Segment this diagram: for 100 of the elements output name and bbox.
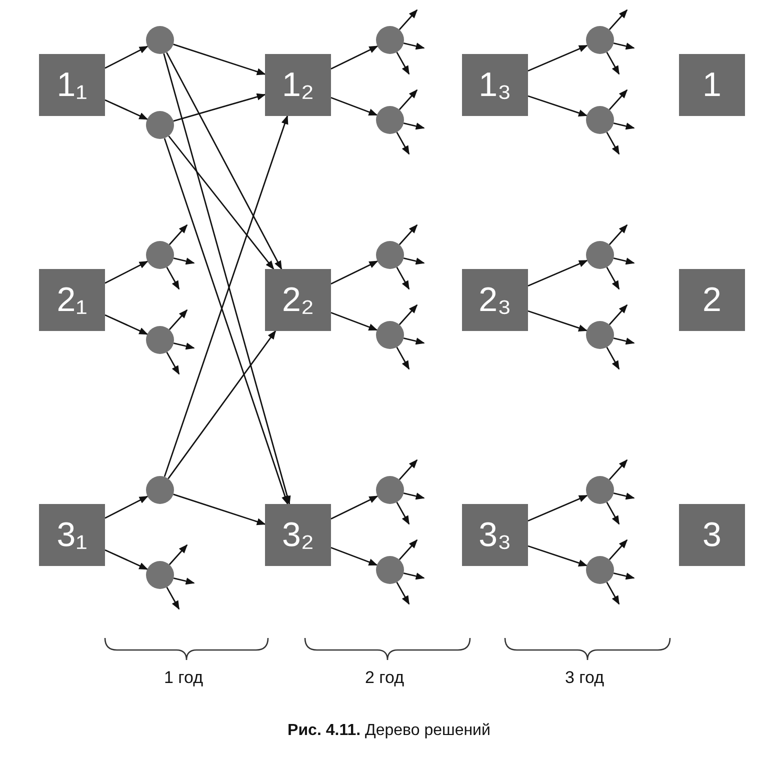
arrow — [396, 346, 410, 370]
chance-circle — [586, 106, 614, 134]
arrow — [398, 224, 418, 246]
arrow — [528, 545, 588, 566]
arrow — [104, 46, 148, 69]
arrow — [398, 539, 418, 560]
chance-circle — [146, 111, 174, 139]
arrow — [173, 44, 266, 76]
arrow — [403, 42, 425, 50]
chance-circle — [146, 476, 174, 504]
state-box: 3 — [679, 504, 745, 566]
arrow — [398, 9, 418, 30]
figure-caption: Рис. 4.11. Дерево решений — [286, 722, 492, 740]
arrow — [608, 224, 628, 246]
arrow — [528, 494, 588, 522]
chance-circle — [586, 241, 614, 269]
year-label: 3 год — [565, 668, 604, 688]
state-box: 1₂ — [265, 54, 331, 116]
arrow — [403, 258, 425, 265]
arrow — [608, 539, 628, 560]
arrow — [330, 546, 378, 566]
arrow — [528, 44, 588, 72]
arrow — [396, 52, 410, 75]
arrow — [168, 330, 276, 480]
arrow — [608, 304, 628, 326]
arrow — [398, 89, 418, 110]
chance-circle — [146, 26, 174, 54]
state-box: 3₁ — [39, 504, 105, 566]
arrow — [330, 260, 378, 285]
arrow — [606, 52, 620, 75]
arrow — [613, 338, 635, 345]
arrow — [166, 266, 180, 290]
arrow — [613, 122, 635, 130]
arrow — [168, 309, 188, 330]
arrow — [613, 258, 635, 265]
state-box: 1 — [679, 54, 745, 116]
arrow — [104, 99, 148, 120]
chance-circle — [586, 321, 614, 349]
arrow — [606, 582, 620, 605]
arrow — [613, 572, 635, 580]
chance-circle — [376, 321, 404, 349]
state-box: 2₁ — [39, 269, 105, 331]
arrow — [396, 266, 410, 290]
arrow — [330, 46, 378, 70]
arrow — [396, 582, 410, 605]
arrow — [168, 544, 188, 566]
arrow — [104, 314, 148, 335]
state-box: 2₂ — [265, 269, 331, 331]
year-label: 2 год — [365, 668, 404, 688]
chance-circle — [376, 556, 404, 584]
arrow — [606, 266, 620, 290]
arrow — [528, 95, 588, 116]
arrow — [403, 338, 425, 345]
arrow — [168, 224, 188, 246]
arrow — [606, 502, 620, 525]
state-box: 2₃ — [462, 269, 528, 331]
arrow — [173, 93, 266, 122]
arrow — [173, 578, 195, 585]
state-box: 1₁ — [39, 54, 105, 116]
arrow — [398, 459, 418, 480]
arrow — [613, 42, 635, 50]
arrow — [403, 572, 425, 580]
arrow — [163, 53, 291, 505]
state-box: 2 — [679, 269, 745, 331]
arrow — [528, 310, 588, 332]
arrow — [330, 496, 378, 520]
chance-circle — [376, 106, 404, 134]
arrow — [173, 342, 195, 350]
chance-circle — [586, 476, 614, 504]
arrow — [104, 496, 148, 519]
state-box: 1₃ — [462, 54, 528, 116]
arrow — [166, 586, 180, 610]
arrow — [608, 459, 628, 480]
arrow — [403, 122, 425, 130]
chance-circle — [586, 26, 614, 54]
arrow — [104, 260, 148, 284]
arrow — [166, 352, 180, 375]
chance-circle — [586, 556, 614, 584]
arrow — [608, 89, 628, 110]
chance-circle — [146, 326, 174, 354]
arrow — [613, 492, 635, 500]
arrow — [608, 9, 628, 30]
arrow — [173, 258, 195, 265]
chance-circle — [376, 241, 404, 269]
state-box: 3₃ — [462, 504, 528, 566]
chance-circle — [146, 561, 174, 589]
year-label: 1 год — [164, 668, 204, 688]
arrow — [173, 494, 266, 526]
arrow — [396, 132, 410, 155]
arrow — [606, 346, 620, 370]
arrow — [330, 96, 378, 116]
arrow — [104, 549, 148, 570]
arrow — [168, 136, 274, 270]
arrow — [606, 132, 620, 155]
chance-circle — [146, 241, 174, 269]
state-box: 3₂ — [265, 504, 331, 566]
arrow — [398, 304, 418, 326]
chance-circle — [376, 476, 404, 504]
arrow — [330, 312, 378, 331]
arrow — [528, 260, 588, 287]
